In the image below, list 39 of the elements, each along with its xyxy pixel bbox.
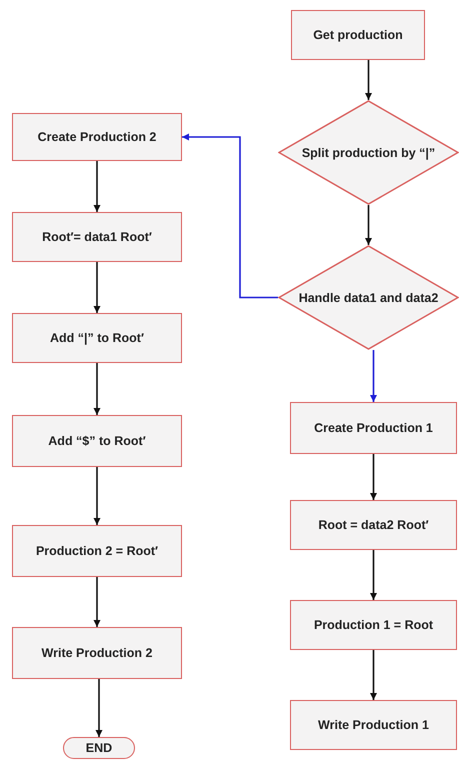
step-text: Create Production 2 [38, 130, 156, 144]
process-box [12, 212, 182, 262]
arrow [96, 679, 102, 737]
process-box [12, 627, 182, 679]
arrow [94, 161, 100, 212]
arrow [182, 134, 278, 298]
process-box [12, 525, 182, 577]
process-box [290, 600, 457, 650]
step-text: Get production [313, 28, 403, 42]
arrow [94, 262, 100, 313]
arrow [94, 467, 100, 525]
process-box [12, 415, 182, 467]
step-text: Write Production 2 [42, 646, 152, 660]
step-text: Root′= data1 Root′ [42, 230, 152, 244]
terminator-box [63, 737, 135, 759]
arrow [94, 577, 100, 627]
step-text: Split production by “|” [302, 146, 436, 160]
arrow [370, 454, 377, 500]
process-box [290, 700, 457, 750]
process-box [12, 313, 182, 363]
arrow [370, 550, 377, 600]
step-text: Add “|” to Root′ [50, 331, 144, 345]
process-box [290, 402, 457, 454]
step-text: Add “$” to Root′ [48, 434, 146, 448]
process-box [290, 500, 457, 550]
step-text: Write Production 1 [318, 718, 429, 732]
step-text: Production 1 = Root [314, 618, 434, 632]
end-label: END [86, 741, 112, 755]
step-text: Root = data2 Root′ [318, 518, 429, 532]
step-text: Production 2 = Root′ [36, 544, 158, 558]
arrow [94, 363, 100, 415]
process-box [291, 10, 425, 60]
arrow [365, 205, 372, 245]
arrow [365, 60, 372, 100]
step-text: Handle data1 and data2 [298, 290, 438, 304]
arrow [370, 350, 377, 402]
process-box [12, 113, 182, 161]
arrow [370, 650, 377, 700]
step-text: Create Production 1 [314, 421, 433, 435]
